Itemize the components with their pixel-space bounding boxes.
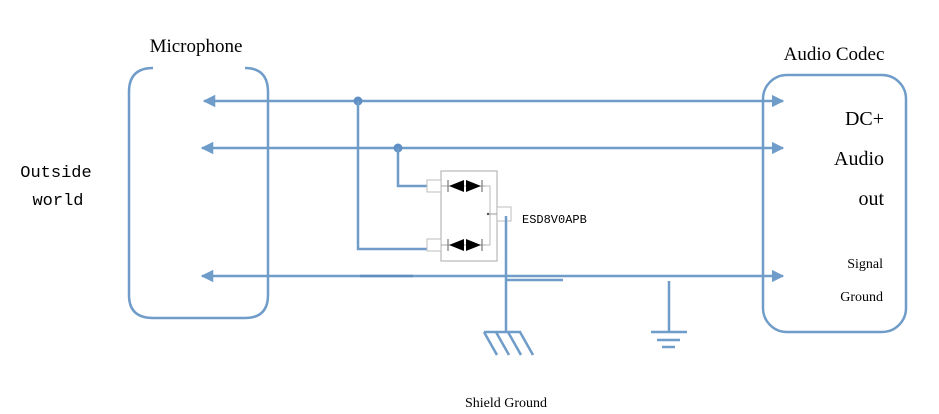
audio-codec-box [761, 73, 908, 334]
shield-ground-icon [482, 330, 535, 356]
tvs-diode-bottom [447, 239, 483, 251]
shield-ground-label: Shield Ground [465, 396, 547, 411]
signal-ground-icon [651, 281, 687, 349]
esd-part-label: ESD8V0APB [522, 213, 587, 227]
outside-world-label-line2: world [32, 192, 83, 211]
microphone-box [127, 66, 270, 320]
dc-plus-label: DC+ [845, 108, 884, 130]
audio-tap-wire [396, 148, 428, 188]
esd-component [426, 170, 512, 262]
microphone-label: Microphone [150, 36, 243, 57]
audio-out-label-line2: out [858, 188, 884, 210]
audio-codec-label: Audio Codec [784, 44, 885, 65]
outside-world-label-line1: Outside [20, 164, 91, 183]
dc-tap-wire [356, 101, 428, 251]
signal-ground-label-line1: Signal [847, 257, 883, 272]
signal-ground-label-line2: Ground [840, 290, 883, 305]
tvs-diode-top [447, 180, 483, 192]
audio-out-label-line1: Audio [834, 148, 884, 170]
